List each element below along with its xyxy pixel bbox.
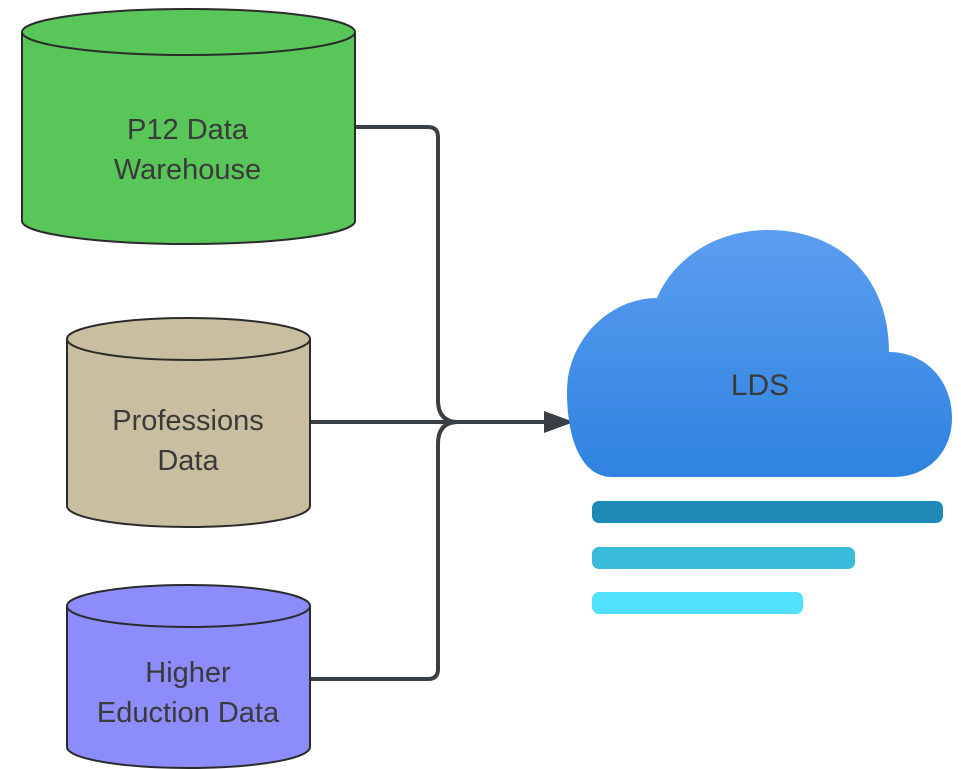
arrowhead-icon (544, 411, 574, 433)
label-line: Professions (112, 405, 264, 437)
label-line: Data (157, 445, 219, 477)
label-professions-data: Professions Data (70, 401, 306, 481)
label-line: LDS (730, 369, 790, 402)
cylinder-professions-data (66, 317, 311, 528)
speed-bars (592, 501, 943, 614)
label-line: P12 Data (127, 114, 248, 146)
label-p12-data-warehouse: P12 Data Warehouse (40, 110, 335, 190)
cylinder-p12-data-warehouse (21, 8, 356, 245)
cloud-icon (567, 230, 952, 477)
connectors (310, 125, 574, 681)
label-higher-education-data: Higher Eduction Data (70, 653, 306, 733)
label-line: Eduction Data (96, 697, 280, 729)
speed-bar-3 (592, 592, 803, 614)
speed-bar-1 (592, 501, 943, 523)
cylinder-higher-education-data (66, 584, 311, 769)
connector-higher (310, 420, 459, 681)
label-lds: LDS (650, 366, 870, 406)
connector-p12 (355, 125, 459, 424)
label-line: Warehouse (113, 154, 262, 186)
speed-bar-2 (592, 547, 855, 569)
label-line: Higher (145, 657, 231, 689)
